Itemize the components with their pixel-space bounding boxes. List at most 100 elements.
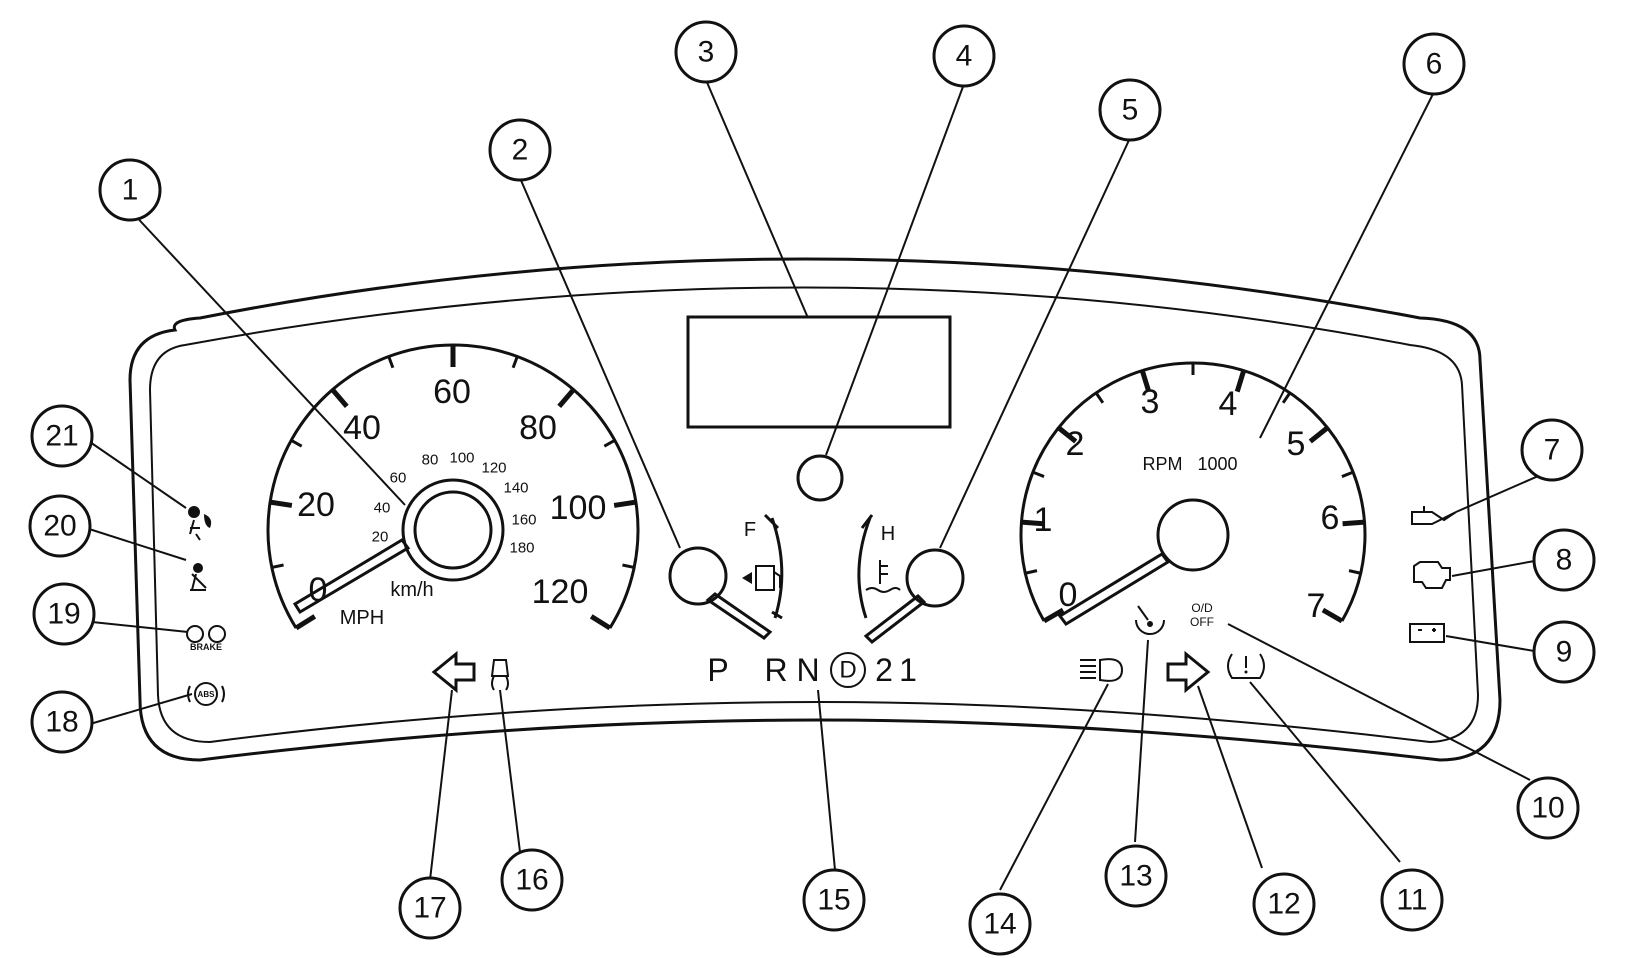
tach-ticks-tick — [1234, 369, 1247, 393]
callout-circle — [1380, 868, 1444, 932]
tach-ticks-tick — [1021, 519, 1044, 527]
high-beam-icon — [1080, 658, 1124, 682]
tach-label-1: 1 — [1034, 501, 1053, 539]
tach-label-2: 2 — [1066, 425, 1085, 463]
tach-ticks-tick — [1032, 470, 1045, 478]
temperature-gauge-hot-tick — [860, 514, 874, 529]
callout-21: 21 — [30, 404, 94, 468]
fuel-gauge: F — [668, 513, 784, 640]
callout-number: 19 — [47, 598, 80, 631]
callout-circle — [1402, 32, 1466, 96]
tach-ticks-tick — [1281, 392, 1292, 404]
callout-17: 17 — [398, 876, 462, 940]
kmh-label-100: 100 — [449, 450, 474, 467]
callout-circle — [968, 892, 1032, 956]
gear-p: P — [707, 652, 728, 688]
speedo-ticks-tick — [290, 438, 303, 448]
tachometer-tick-marks — [1019, 361, 1367, 624]
tachometer-needle — [1057, 552, 1171, 626]
speedo-ticks-tick — [511, 356, 519, 369]
kmh-label-160: 160 — [511, 512, 536, 529]
mph-label-20: 20 — [297, 486, 335, 524]
callout-7: 7 — [1520, 418, 1584, 482]
gear-n: N — [796, 652, 819, 688]
tach-label-3: 3 — [1141, 383, 1160, 421]
coolant-temperature-icon — [865, 560, 901, 593]
callout-number: 6 — [1426, 48, 1443, 81]
fuel-gauge-empty-tick — [771, 610, 783, 620]
callout-circle — [30, 404, 94, 468]
gear-selector: P R N D 2 1 — [707, 652, 917, 688]
od-label: O/D — [1191, 601, 1213, 615]
callout-circle — [98, 158, 162, 222]
speedo-ticks-tick — [557, 388, 576, 408]
seatbelt-reminder-icon — [190, 563, 207, 591]
tach-ticks-tick — [1308, 425, 1330, 444]
callout-number: 15 — [817, 884, 850, 917]
check-engine-icon — [1413, 561, 1451, 589]
temperature-gauge-hub — [905, 548, 965, 608]
abs-label: ABS — [198, 690, 216, 699]
speedo-ticks-tick — [622, 563, 635, 569]
tach-label-6: 6 — [1321, 499, 1340, 537]
tach-ticks-tick — [1042, 607, 1065, 624]
mph-unit: MPH — [340, 607, 384, 629]
traction-control-icon — [490, 659, 510, 691]
kmh-label-180: 180 — [509, 540, 534, 557]
callout-number: 3 — [698, 36, 715, 69]
kmh-label-80: 80 — [422, 452, 439, 469]
callout-number: 16 — [515, 864, 548, 897]
mph-label-60: 60 — [433, 373, 471, 411]
kmh-label-20: 20 — [372, 529, 389, 546]
kmh-label-40: 40 — [374, 500, 391, 517]
fuel-gauge-needle — [705, 592, 773, 640]
callout-9: 9 — [1532, 620, 1596, 684]
gear-d-ring — [830, 652, 866, 688]
tach-ticks-tick — [1024, 569, 1038, 575]
callout-circle — [1516, 776, 1580, 840]
tach-ticks-tick — [1348, 569, 1362, 575]
callout-number: 8 — [1556, 544, 1573, 577]
callout-8: 8 — [1532, 528, 1596, 592]
tach-ticks-tick — [1094, 392, 1105, 404]
brake-label: BRAKE — [190, 642, 222, 652]
callout-number: 5 — [1122, 94, 1139, 127]
tach-unit: RPM 1000 — [1142, 454, 1237, 474]
airbag-warning-icon — [188, 506, 212, 541]
callout-number: 18 — [45, 706, 78, 739]
callout-leader-lines — [85, 79, 1553, 891]
temperature-gauge: H — [857, 514, 965, 644]
tire-pressure-icon — [1227, 653, 1265, 679]
speedometer-hub-inner — [413, 490, 493, 570]
right-turn-signal-icon — [1166, 650, 1211, 694]
callout-number: 9 — [1556, 636, 1573, 669]
callout-circle — [932, 24, 996, 88]
tach-label-0: 0 — [1059, 576, 1078, 614]
callout-2: 2 — [488, 118, 552, 182]
callout-number: 1 — [122, 174, 139, 207]
battery-icon — [1409, 623, 1445, 643]
callout-16: 16 — [500, 848, 564, 912]
callout-14: 14 — [968, 892, 1032, 956]
fuel-gauge-hub — [668, 546, 728, 606]
callout-circle — [802, 868, 866, 932]
callout-13: 13 — [1104, 844, 1168, 908]
speedo-ticks-tick — [330, 388, 349, 408]
cluster-inner-outline — [148, 286, 1480, 744]
od-off-label: OFF — [1190, 615, 1214, 629]
kmh-label-140: 140 — [503, 480, 528, 497]
callout-circle — [398, 876, 462, 940]
callout-10: 10 — [1516, 776, 1580, 840]
tach-label-7: 7 — [1307, 587, 1326, 625]
temperature-gauge-arc — [857, 517, 872, 619]
left-turn-signal-icon — [431, 650, 476, 694]
tachometer-hub — [1156, 498, 1230, 572]
mph-label-40: 40 — [343, 409, 381, 447]
gear-r: R — [764, 652, 787, 688]
brake-warning-icon: BRAKE — [186, 625, 226, 652]
callout-circle — [1532, 620, 1596, 684]
callout-circle — [30, 690, 94, 754]
fuel-gauge-arc — [770, 517, 784, 619]
